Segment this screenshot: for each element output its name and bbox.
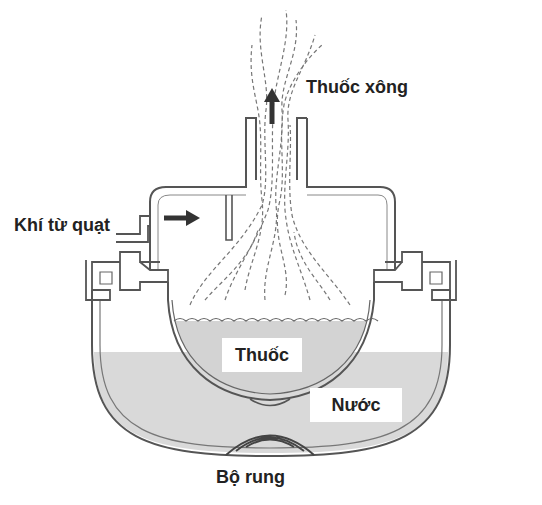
water-label: Nước [310, 388, 402, 422]
air-inlet-label: Khí từ quạt [14, 214, 110, 236]
mist-label: Thuốc xông [306, 76, 408, 98]
liquid-surface [174, 319, 378, 322]
vibrator-label: Bộ rung [216, 466, 285, 488]
medicine-label: Thuốc [222, 338, 302, 372]
